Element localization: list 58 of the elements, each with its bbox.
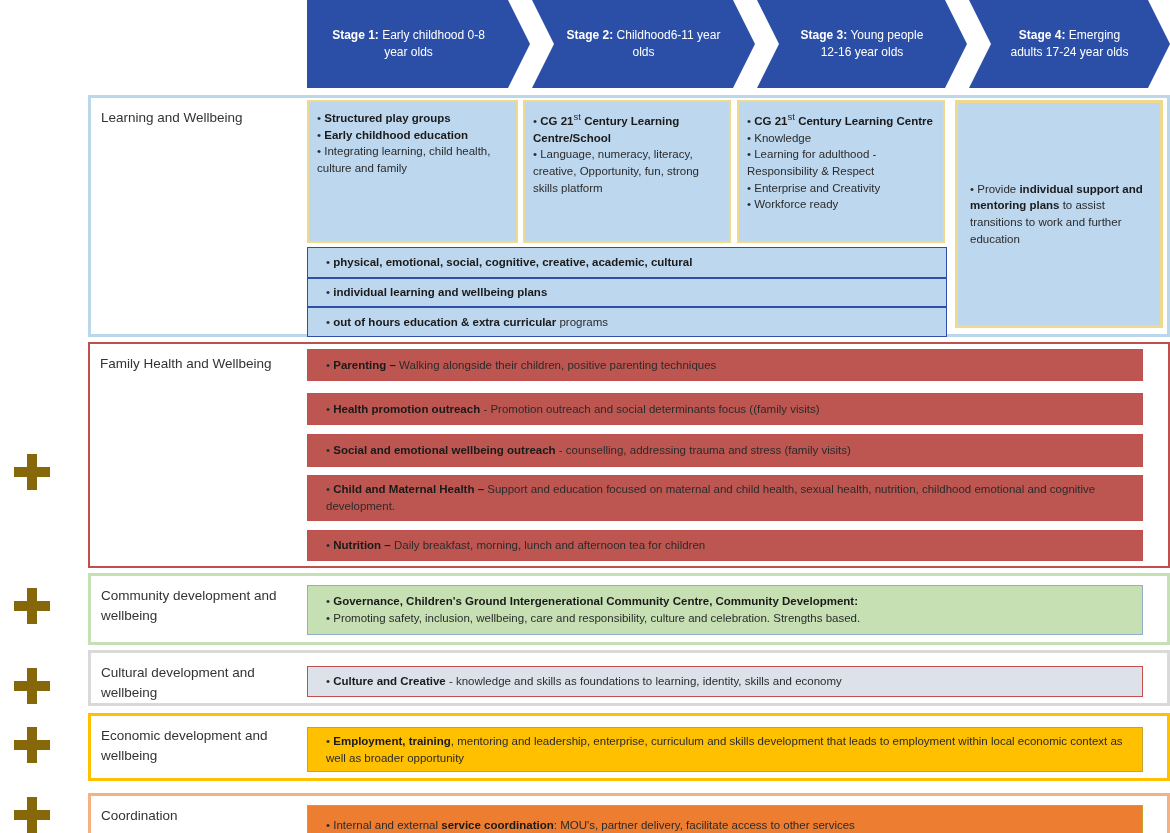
section-title: Cultural development and wellbeing — [101, 664, 256, 702]
bullet-item: • CG 21$^{st}$ Century Learning Centre/School — [533, 110, 681, 146]
content-bar — [307, 727, 1143, 772]
bullet-item: • Health promotion outreach - Promotion outreach and social determinants focus ((family visits) — [325, 401, 820, 417]
bullet-item: • Learning for adulthood - Responsibility & Respect — [747, 147, 878, 179]
stage-header — [969, 0, 1170, 88]
stage-label: Stage 2: Childhood6-11 year olds — [566, 27, 721, 61]
stage-label: Stage 1: Early childhood 0-8 year olds — [331, 27, 486, 61]
content-bar — [307, 393, 1143, 425]
content-box — [737, 100, 945, 243]
bullet-item: • Language, numeracy, literacy, creative, Opportunity, fun, strong skills platform — [533, 147, 700, 196]
bullet-item: • Provide individual support and mentoring plans to assist transitions to work and further education — [970, 181, 1144, 247]
bullet-item: • Enterprise and Creativity — [747, 180, 882, 196]
bullet-item: • physical, emotional, social, cognitive, creative, academic, cultural — [325, 255, 693, 271]
bullet-item: • Internal and external service coordination: MOU's, partner delivery, facilitate access to other services — [325, 817, 855, 833]
content-bar — [307, 434, 1143, 467]
content-box — [523, 100, 731, 243]
section-panel — [88, 573, 1170, 645]
bullet-item: • Employment, training, mentoring and leadership, enterprise, curriculum and skills development that leads to employment within local economic context as well as broader opportunity — [325, 733, 1124, 766]
bullet-item: • Workforce ready — [747, 197, 840, 213]
content-bar — [307, 530, 1143, 561]
bullet-item: • Governance, Children's Ground Intergenerational Community Centre, Community Development: — [325, 594, 860, 610]
bullet-item: • Child and Maternal Health – Support and education focused on maternal and child health, sexual health, nutrition, childhood emotional and cognitive development. — [325, 482, 1097, 514]
section-title: Learning and Wellbeing — [101, 109, 244, 127]
bullet-item: • Culture and Creative - knowledge and skills as foundations to learning, identity, skills and economy — [325, 674, 842, 690]
section-panel — [88, 342, 1170, 568]
section-panel — [88, 95, 1170, 337]
bullet-item: • Knowledge — [747, 130, 813, 146]
bullet-item: • Promoting safety, inclusion, wellbeing, care and responsibility, culture and celebration. Strengths based. — [325, 611, 861, 626]
section-title: Community development and wellbeing — [101, 587, 278, 625]
bullet-item: • CG 21$^{st}$ Century Learning Centre — [747, 110, 934, 129]
bullet-item: • Integrating learning, child health, culture and family — [317, 144, 492, 176]
content-bar — [307, 247, 947, 278]
section-panel — [88, 793, 1170, 833]
section-title: Family Health and Wellbeing — [100, 355, 273, 373]
bullet-item: • Parenting – Walking alongside their children, positive parenting techniques — [325, 357, 717, 373]
bullet-item: • Early childhood education — [317, 127, 469, 143]
content-bar — [307, 805, 1143, 833]
stage-header — [307, 0, 530, 88]
content-box — [307, 100, 518, 243]
section-title: Coordination — [101, 807, 179, 825]
bullet-item: • Nutrition – Daily breakfast, morning, lunch and afternoon tea for children — [325, 538, 706, 554]
content-box — [955, 100, 1163, 328]
bullet-item: • individual learning and wellbeing plans — [325, 285, 548, 301]
content-bar — [307, 475, 1143, 521]
content-bar — [307, 307, 947, 337]
stage-label: Stage 3: Young people 12-16 year olds — [799, 27, 925, 61]
content-bar — [307, 585, 1143, 635]
section-title: Economic development and wellbeing — [101, 727, 269, 765]
content-bar — [307, 349, 1143, 381]
content-bar — [307, 278, 947, 307]
bullet-item: • Structured play groups — [317, 111, 452, 126]
section-panel — [88, 650, 1170, 706]
stage-label: Stage 4: Emerging adults 17-24 year olds — [1009, 27, 1130, 61]
bullet-item: • out of hours education & extra curricular programs — [325, 314, 609, 330]
bullet-item: • Social and emotional wellbeing outreach - counselling, addressing trauma and stress (family visits) — [325, 443, 851, 459]
content-bar — [307, 666, 1143, 697]
section-panel — [88, 713, 1170, 781]
